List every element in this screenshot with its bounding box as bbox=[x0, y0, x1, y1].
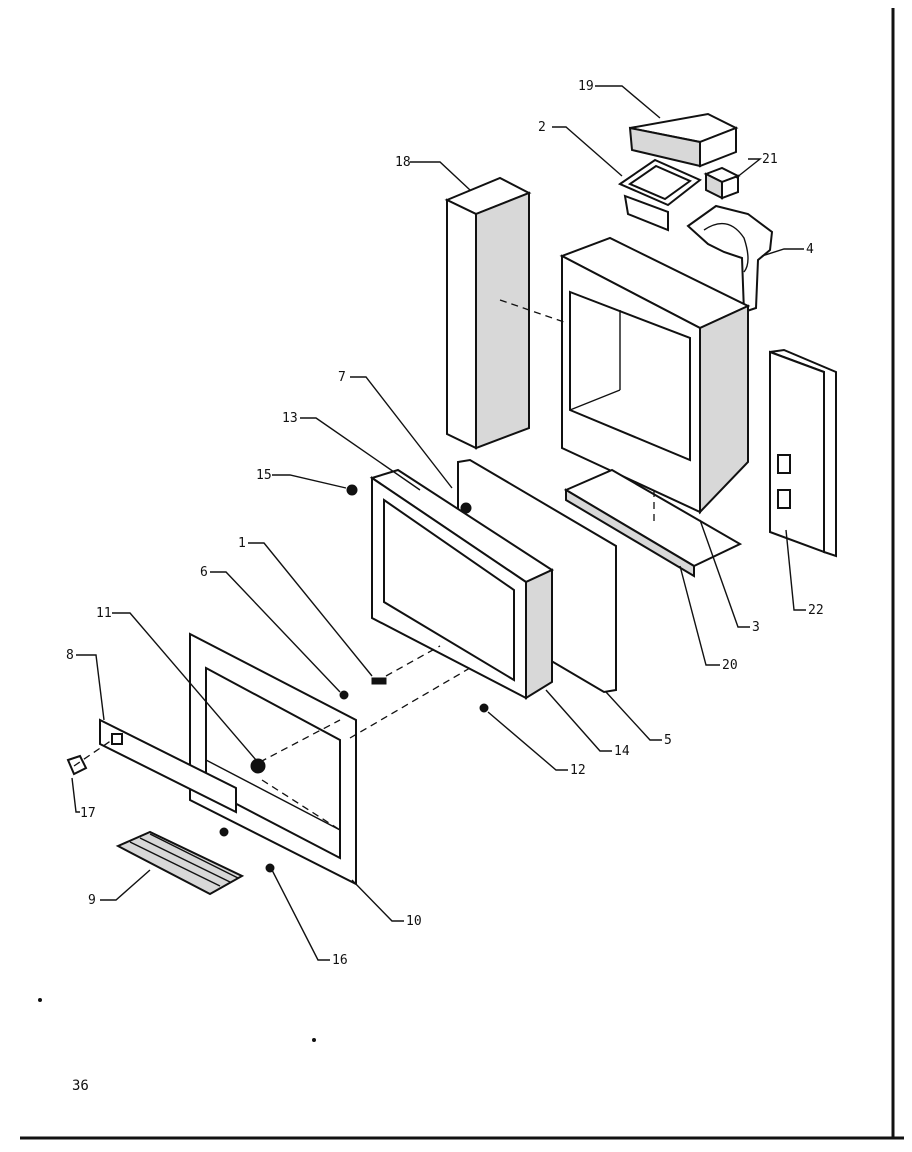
part-15-screw bbox=[346, 484, 358, 496]
callout-8: 8 bbox=[66, 648, 74, 663]
callout-11: 11 bbox=[96, 606, 112, 621]
leader-lines bbox=[71, 85, 806, 961]
callout-21: 21 bbox=[762, 152, 778, 167]
page-number: 36 bbox=[72, 1078, 89, 1094]
part-9-grille bbox=[115, 830, 245, 896]
callout-9: 9 bbox=[88, 893, 96, 908]
callout-labels: 19 2 18 21 4 7 13 15 1 6 11 8 17 9 10 16… bbox=[66, 79, 824, 968]
callout-1: 1 bbox=[238, 536, 246, 551]
callout-16: 16 bbox=[332, 953, 348, 968]
part-18-block bbox=[444, 176, 532, 450]
scan-dot bbox=[38, 998, 42, 1002]
callout-6: 6 bbox=[200, 565, 208, 580]
callout-5: 5 bbox=[664, 733, 672, 748]
callout-4: 4 bbox=[806, 242, 814, 257]
callout-19: 19 bbox=[578, 79, 594, 94]
part-10-trim-frame bbox=[189, 632, 357, 886]
part-21-block bbox=[703, 166, 741, 200]
part-22-side-panel bbox=[769, 348, 837, 558]
callout-10: 10 bbox=[406, 914, 422, 929]
callout-3: 3 bbox=[752, 620, 760, 635]
callout-20: 20 bbox=[722, 658, 738, 673]
part-7-fitting bbox=[460, 502, 472, 514]
part-20-tray bbox=[563, 468, 743, 578]
callout-13: 13 bbox=[282, 411, 298, 426]
callout-12: 12 bbox=[570, 763, 586, 778]
part-4-duct bbox=[686, 204, 774, 314]
part-13-housing-frame bbox=[369, 468, 555, 700]
scan-dot bbox=[312, 1038, 316, 1042]
part-3-housing bbox=[559, 236, 751, 515]
callout-18: 18 bbox=[395, 155, 411, 170]
part-8-bezel-strip bbox=[99, 718, 237, 814]
alignment-lines bbox=[73, 299, 655, 831]
part-1-bracket bbox=[371, 677, 387, 685]
callout-15: 15 bbox=[256, 468, 272, 483]
callout-14: 14 bbox=[614, 744, 630, 759]
callout-2: 2 bbox=[538, 120, 546, 135]
callout-7: 7 bbox=[338, 370, 346, 385]
part-19-duct-cap bbox=[628, 112, 739, 168]
callout-17: 17 bbox=[80, 806, 96, 821]
part-12-screw bbox=[479, 703, 489, 713]
hardware-parts bbox=[219, 484, 489, 873]
part-17-clip bbox=[66, 754, 88, 776]
callout-22: 22 bbox=[808, 603, 824, 618]
part-16-screw-a bbox=[219, 827, 229, 837]
part-6-screw bbox=[339, 690, 349, 700]
part-11-lever bbox=[250, 758, 266, 774]
part-2-frame bbox=[617, 158, 702, 232]
